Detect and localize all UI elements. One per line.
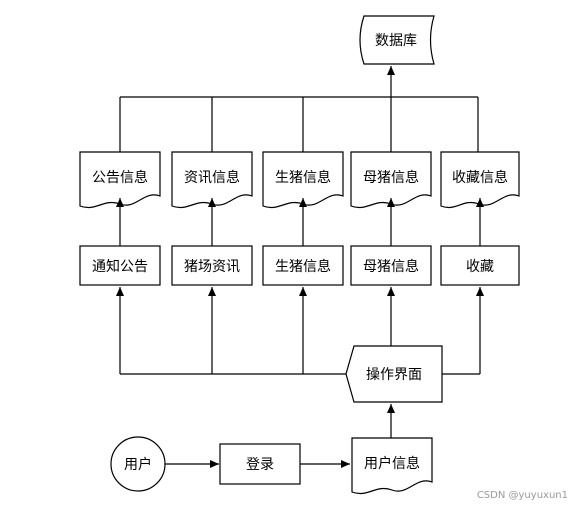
module-sow-label: 母猪信息 [363,258,419,275]
login-node: 登录 [219,443,301,485]
doc-sow-info-label: 母猪信息 [363,169,419,186]
module-sow: 母猪信息 [350,245,432,286]
module-news-label: 猪场资讯 [184,259,240,275]
doc-sow-info: 母猪信息 [350,151,432,208]
login-label: 登录 [246,457,274,473]
user-info-node: 用户信息 [351,437,433,494]
database-bus [119,66,479,152]
module-notice: 通知公告 [79,245,161,286]
database-node: 数据库 [359,15,435,65]
module-news: 猪场资讯 [171,245,253,286]
module-notice-label: 通知公告 [92,258,148,275]
user-info-label: 用户信息 [364,455,420,472]
operation-interface-label: 操作界面 [366,367,422,383]
database-label: 数据库 [375,33,417,49]
doc-pig-info-label: 生猪信息 [275,169,331,186]
operation-interface-node: 操作界面 [345,345,443,403]
module-to-doc-arrows [116,198,484,246]
user-node: 用户 [110,436,166,492]
doc-news-info-label: 资讯信息 [184,169,240,186]
module-favorite: 收藏 [440,245,520,286]
doc-favorite-info: 收藏信息 [440,151,520,208]
operation-to-module-arrows [116,287,484,375]
doc-notice-info: 公告信息 [79,151,161,208]
module-pig: 生猪信息 [262,245,344,286]
user-label: 用户 [124,456,152,473]
watermark-text: CSDN @yuyuxun1 [477,490,568,501]
doc-pig-info: 生猪信息 [262,151,344,208]
doc-favorite-info-label: 收藏信息 [452,169,508,186]
module-pig-label: 生猪信息 [275,258,331,275]
module-favorite-label: 收藏 [466,259,494,275]
doc-notice-info-label: 公告信息 [92,169,148,186]
